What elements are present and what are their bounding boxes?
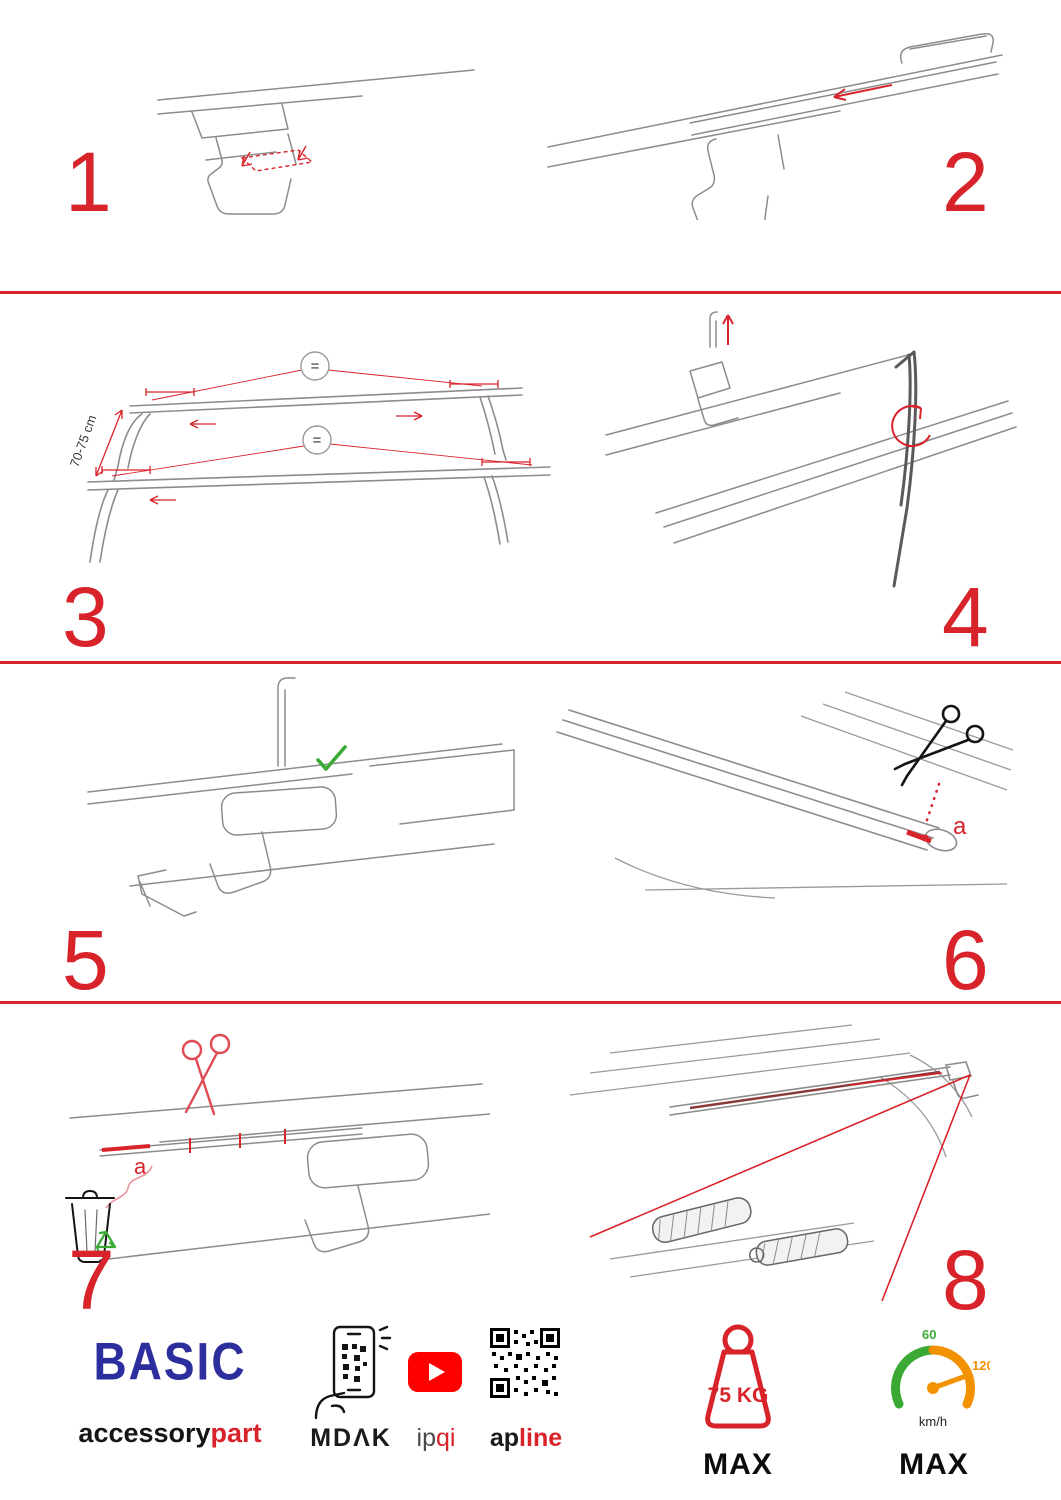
step-8-number: 8 bbox=[942, 1233, 989, 1327]
max-weight-icon: 75 KG bbox=[690, 1322, 786, 1434]
roof-lines bbox=[569, 1024, 973, 1278]
section-divider bbox=[0, 1001, 1061, 1004]
brand-accessorypart: accessorypart bbox=[55, 1418, 285, 1449]
max-speed-icon: 60 120 km/h bbox=[878, 1326, 990, 1430]
step-6-number: 6 bbox=[942, 913, 989, 1007]
ipqi-prefix: ip bbox=[416, 1424, 436, 1452]
equals-symbol: = bbox=[313, 432, 322, 449]
step-1-illustration bbox=[150, 60, 480, 255]
section-divider bbox=[0, 291, 1061, 294]
youtube-icon bbox=[408, 1352, 462, 1392]
clamp-check-drawing bbox=[87, 677, 515, 917]
cut-piece-label: a bbox=[953, 813, 967, 840]
apline-suffix: line bbox=[519, 1424, 563, 1452]
cut-line-dots bbox=[925, 782, 941, 822]
step-7-illustration: a bbox=[40, 1020, 490, 1282]
speed-high-label: 120 bbox=[972, 1358, 990, 1373]
step-6-illustration: a bbox=[555, 688, 1015, 946]
mounted-bar bbox=[669, 1061, 979, 1116]
bar-endcap-drawing bbox=[547, 32, 1003, 220]
equals-symbol: = bbox=[311, 358, 320, 375]
strip-trim-drawing bbox=[69, 1083, 490, 1261]
recycle-icon bbox=[95, 1230, 117, 1255]
max-speed-label: MAX bbox=[899, 1448, 969, 1481]
wordmark-accessory: accessory bbox=[78, 1418, 211, 1448]
scissors-icon bbox=[893, 704, 985, 787]
max-weight-value: 75 KG bbox=[708, 1384, 769, 1407]
cut-marks bbox=[101, 1129, 286, 1153]
brand-ipqi: ipqi bbox=[398, 1424, 474, 1453]
step-2-number: 2 bbox=[942, 135, 989, 229]
step-5-number: 5 bbox=[62, 913, 109, 1007]
brand-apline: apline bbox=[476, 1424, 576, 1453]
wordmark-part: part bbox=[210, 1418, 262, 1448]
scissors-icon bbox=[181, 1033, 231, 1116]
detail-callout-lines bbox=[589, 1072, 971, 1302]
roof-ribs bbox=[614, 691, 1014, 899]
dimension-arrows bbox=[95, 380, 531, 505]
rubber-strip-end bbox=[906, 829, 932, 844]
step-3-illustration: = = 70-75 cm bbox=[30, 318, 555, 570]
brand-mdak: MDΛK bbox=[310, 1424, 392, 1452]
section-divider bbox=[0, 661, 1061, 664]
rail-tightening-drawing bbox=[605, 311, 1017, 544]
step-4-number: 4 bbox=[942, 570, 989, 664]
checkmark-icon bbox=[316, 745, 347, 771]
trash-icon bbox=[65, 1189, 115, 1263]
slide-direction-arrow bbox=[833, 84, 893, 101]
qr-code bbox=[490, 1328, 560, 1398]
step-8-illustration bbox=[550, 1015, 1018, 1307]
ipqi-suffix: qi bbox=[436, 1424, 456, 1452]
apline-prefix: ap bbox=[489, 1424, 520, 1452]
scan-phone-icon bbox=[310, 1324, 392, 1420]
crossbars-drawing bbox=[87, 387, 551, 563]
bar-cross-section-drawing bbox=[157, 69, 475, 215]
step-7-number: 7 bbox=[68, 1233, 115, 1327]
step-1-number: 1 bbox=[65, 135, 112, 229]
step-3-number: 3 bbox=[62, 570, 109, 664]
step-2-illustration bbox=[540, 25, 1015, 220]
bar-with-strip bbox=[556, 709, 958, 852]
brand-basic: BASIC bbox=[93, 1331, 247, 1391]
bar-distance-label: 70-75 cm bbox=[67, 413, 100, 469]
step-4-illustration bbox=[598, 305, 1018, 650]
equal-spacing-callouts: = = bbox=[111, 351, 533, 477]
step-5-illustration bbox=[70, 672, 520, 934]
exploded-clamp-parts bbox=[651, 1197, 849, 1266]
speed-unit-label: km/h bbox=[919, 1414, 947, 1429]
speed-low-label: 60 bbox=[922, 1327, 936, 1342]
max-weight-label: MAX bbox=[703, 1448, 773, 1481]
insert-pad-arrows bbox=[240, 145, 314, 172]
cut-piece-label: a bbox=[134, 1154, 147, 1179]
discard-squiggle bbox=[105, 1165, 153, 1209]
insert-and-rotate-arrows bbox=[722, 314, 931, 447]
allen-key bbox=[892, 350, 918, 588]
